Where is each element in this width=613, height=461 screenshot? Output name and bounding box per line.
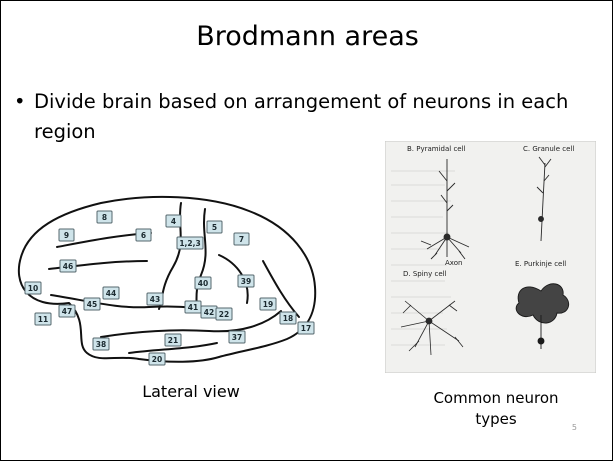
area-6: 6 <box>136 229 151 241</box>
label-pyramidal-cell: B. Pyramidal cell <box>407 145 466 153</box>
svg-text:42: 42 <box>204 308 214 317</box>
svg-text:37: 37 <box>232 333 242 342</box>
svg-text:47: 47 <box>62 307 72 316</box>
area-41: 41 <box>185 301 201 313</box>
area-17: 17 <box>298 322 314 334</box>
neuron-caption-line-1: Common neuron <box>406 388 586 409</box>
svg-text:19: 19 <box>263 300 273 309</box>
area-42: 42 <box>201 306 217 318</box>
brain-lateral-diagram: 8 9 6 4 5 1,2,3 7 46 10 44 45 47 11 43 4… <box>9 191 329 371</box>
svg-text:20: 20 <box>152 355 162 364</box>
area-4: 4 <box>166 215 181 227</box>
svg-text:18: 18 <box>283 314 293 323</box>
svg-text:44: 44 <box>106 289 116 298</box>
area-44: 44 <box>103 287 119 299</box>
svg-text:6: 6 <box>141 231 146 240</box>
svg-text:4: 4 <box>171 217 176 226</box>
label-spiny-cell: D. Spiny cell <box>403 270 447 278</box>
svg-text:9: 9 <box>64 231 69 240</box>
area-22: 22 <box>216 308 232 320</box>
area-39: 39 <box>238 275 254 287</box>
svg-text:43: 43 <box>150 295 160 304</box>
bullet-point: • Divide brain based on arrangement of n… <box>34 87 594 147</box>
svg-text:10: 10 <box>28 284 38 293</box>
brain-caption: Lateral view <box>121 382 261 401</box>
area-47: 47 <box>59 305 75 317</box>
svg-text:7: 7 <box>239 235 244 244</box>
area-18: 18 <box>280 312 296 324</box>
area-7: 7 <box>234 233 249 245</box>
svg-text:1,2,3: 1,2,3 <box>179 239 200 248</box>
svg-text:11: 11 <box>38 315 48 324</box>
area-45: 45 <box>84 298 100 310</box>
area-10: 10 <box>25 282 41 294</box>
svg-text:8: 8 <box>102 213 107 222</box>
svg-text:41: 41 <box>188 303 198 312</box>
neuron-caption-line-2: types <box>406 409 586 430</box>
area-40: 40 <box>195 277 211 289</box>
area-19: 19 <box>260 298 276 310</box>
area-20: 20 <box>149 353 165 365</box>
label-axon: Axon <box>445 259 462 267</box>
svg-text:5: 5 <box>212 223 217 232</box>
bullet-icon: • <box>14 87 26 117</box>
area-11: 11 <box>35 313 51 325</box>
area-5: 5 <box>207 221 222 233</box>
page-number: 5 <box>572 423 577 432</box>
area-46: 46 <box>60 260 76 272</box>
svg-text:17: 17 <box>301 324 311 333</box>
slide-title: Brodmann areas <box>1 21 613 52</box>
svg-text:21: 21 <box>168 336 178 345</box>
area-38: 38 <box>93 338 109 350</box>
neuron-types-figure: B. Pyramidal cell C. Granule cell Axon D… <box>385 141 596 373</box>
svg-text:45: 45 <box>87 300 97 309</box>
bullet-text: Divide brain based on arrangement of neu… <box>34 90 568 143</box>
svg-text:38: 38 <box>96 340 106 349</box>
label-purkinje-cell: E. Purkinje cell <box>515 260 566 268</box>
postcentral-sulcus <box>195 209 206 311</box>
area-1-2-3: 1,2,3 <box>177 237 203 249</box>
area-21: 21 <box>165 334 181 346</box>
area-9: 9 <box>59 229 74 241</box>
neuron-caption: Common neuron types <box>406 388 586 430</box>
svg-text:39: 39 <box>241 277 251 286</box>
svg-text:40: 40 <box>198 279 208 288</box>
area-43: 43 <box>147 293 163 305</box>
svg-text:46: 46 <box>63 262 73 271</box>
label-granule-cell: C. Granule cell <box>523 145 574 153</box>
superior-temporal-sulcus <box>101 311 281 337</box>
area-37: 37 <box>229 331 245 343</box>
svg-text:22: 22 <box>219 310 229 319</box>
area-8: 8 <box>97 211 112 223</box>
